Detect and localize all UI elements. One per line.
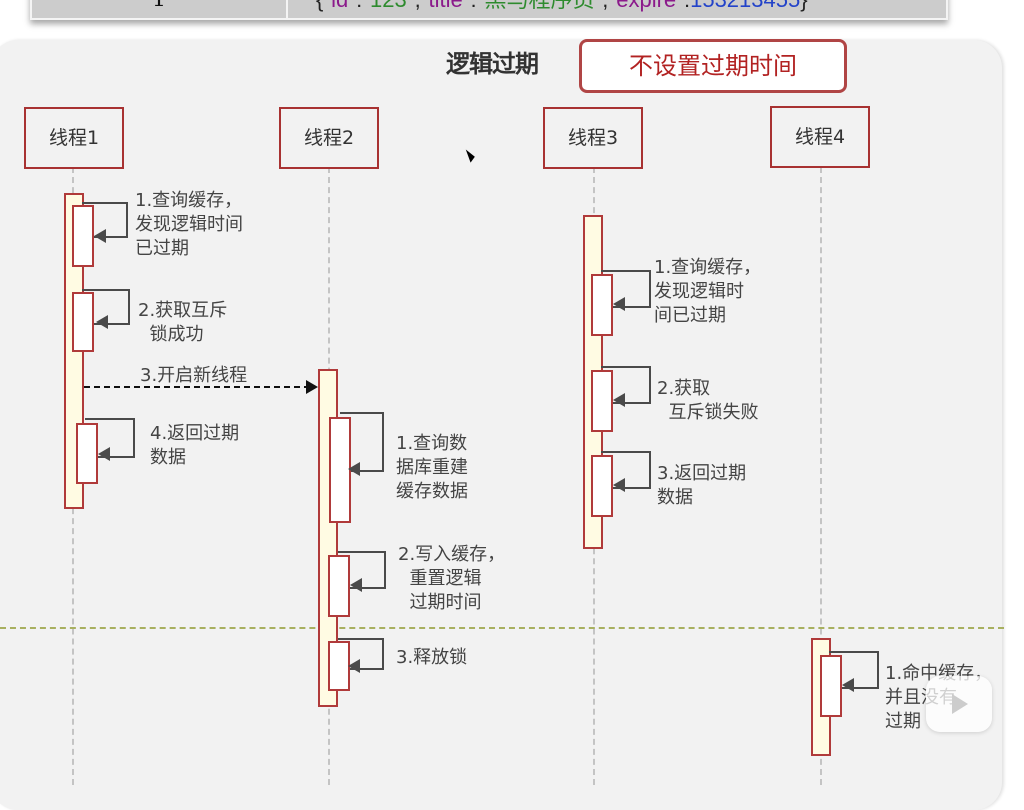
brace-close: } — [800, 0, 807, 12]
expire-key: "expire" — [608, 0, 684, 12]
no-ttl-badge: 不设置过期时间 — [579, 39, 847, 93]
step-label: 1.查询数 据库重建 缓存数据 — [396, 433, 468, 502]
colon: : — [471, 0, 477, 12]
actor-thread1: 线程1 — [24, 107, 124, 169]
self-call-line — [338, 638, 384, 670]
step-label: 1.查询缓存， 发现逻辑时 间已过期 — [654, 257, 762, 326]
self-call-line — [338, 551, 386, 589]
self-call-line — [340, 412, 384, 472]
arrow-icon — [842, 678, 854, 692]
sub-activation — [591, 455, 613, 517]
sub-activation — [328, 555, 350, 617]
sub-activation — [591, 370, 613, 432]
diagram-title: 逻辑过期 — [446, 50, 539, 78]
redis-data-table-row: 1 {"id":"123","title":"黑马程序员","expire":1… — [30, 0, 948, 20]
comma: , — [602, 0, 608, 12]
self-call-line — [601, 451, 651, 489]
self-call-line — [85, 418, 135, 458]
play-icon — [952, 694, 968, 714]
sub-activation — [820, 655, 842, 717]
comma: , — [415, 0, 421, 12]
message-label: 3.开启新线程 — [140, 365, 248, 386]
arrow-icon — [613, 478, 625, 492]
arrow-icon — [348, 462, 360, 476]
step-label: 4.返回过期 数据 — [150, 423, 240, 468]
sub-activation — [72, 292, 94, 352]
sub-activation — [76, 423, 98, 484]
sub-activation — [72, 205, 94, 267]
arrow-icon — [350, 578, 362, 592]
arrow-icon — [94, 229, 106, 243]
step-label: 2.获取互斥 锁成功 — [138, 300, 228, 345]
step-label: 1.查询缓存， 发现逻辑时间 已过期 — [135, 190, 243, 259]
row-index-cell: 1 — [32, 0, 288, 18]
timeline-separator — [0, 627, 1004, 629]
arrow-icon — [96, 315, 108, 329]
expire-value: 153213455 — [690, 0, 800, 12]
colon: : — [684, 0, 690, 12]
row-value-cell: {"id":"123","title":"黑马程序员","expire":153… — [288, 0, 946, 18]
step-label: 2.获取 互斥锁失败 — [657, 378, 759, 423]
id-key: "id" — [323, 0, 356, 12]
step-label: 2.写入缓存， 重置逻辑 过期时间 — [398, 544, 506, 613]
sub-activation — [328, 641, 350, 691]
arrow-icon — [613, 297, 625, 311]
arrow-icon — [306, 380, 318, 394]
self-call-line — [601, 270, 651, 308]
actor-thread2: 线程2 — [279, 107, 379, 169]
title-value: "黑马程序员" — [477, 0, 603, 12]
async-message-line — [84, 386, 310, 388]
brace-open: { — [316, 0, 323, 12]
self-call-line — [829, 651, 879, 689]
step-label: 3.返回过期 数据 — [657, 463, 747, 508]
sub-activation — [591, 274, 613, 336]
arrow-icon — [348, 659, 360, 673]
arrow-icon — [613, 393, 625, 407]
step-label: 3.释放锁 — [396, 647, 468, 668]
actor-thread4: 线程4 — [770, 106, 870, 168]
video-play-button[interactable] — [926, 676, 992, 732]
title-key: "title" — [421, 0, 471, 12]
arrow-icon — [98, 447, 110, 461]
colon: : — [356, 0, 362, 12]
lifeline-thread4 — [820, 167, 822, 785]
self-call-line — [601, 366, 651, 404]
id-value: "123" — [362, 0, 414, 12]
actor-thread3: 线程3 — [543, 107, 643, 169]
